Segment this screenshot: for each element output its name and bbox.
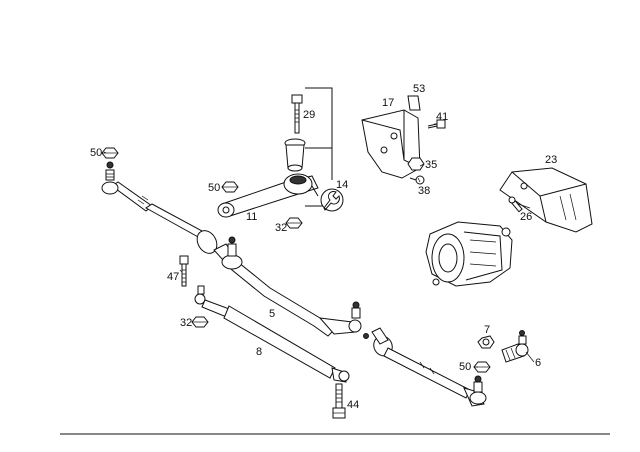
- bracket-23: [499, 167, 593, 233]
- idler-bushing: [284, 138, 306, 172]
- bolt-44: [332, 383, 346, 419]
- callout-47: 47: [167, 271, 179, 283]
- callout-11: 11: [246, 211, 257, 223]
- callout-53: 53: [413, 83, 425, 95]
- steering-damper: [194, 285, 350, 383]
- clip-53: [407, 95, 421, 111]
- callout-50-c: 50: [459, 361, 471, 373]
- callout-8: 8: [256, 346, 262, 358]
- bolt-26: [508, 196, 523, 213]
- callout-50-a: 50: [90, 147, 102, 159]
- callout-32-a: 32: [275, 222, 287, 234]
- callout-5: 5: [269, 308, 275, 320]
- left-tie-rod: [111, 181, 218, 254]
- left-ball-joint: [101, 161, 119, 195]
- nut-32-idler: [285, 217, 303, 229]
- wrench-icon-14: [320, 188, 344, 212]
- outer-tie-rod-end: [501, 330, 529, 363]
- screw-38: [409, 175, 425, 185]
- nut-7: [477, 335, 495, 349]
- callout-26: 26: [520, 211, 532, 223]
- callout-14: 14: [336, 179, 348, 191]
- nut-50-a: [101, 147, 119, 159]
- callout-35: 35: [425, 159, 437, 171]
- callout-7: 7: [484, 324, 490, 336]
- idler-arm-11: [217, 173, 319, 218]
- right-tie-rod: [363, 327, 487, 407]
- bolt-47: [179, 255, 189, 287]
- callout-50-b: 50: [208, 182, 220, 194]
- nut-32-damper: [191, 316, 209, 328]
- callouts: 50 50 50 29 14 11 32 32 47 5 8 44 7 6 17…: [90, 83, 557, 411]
- idler-arm-bolt-29: [291, 94, 303, 134]
- nut-35: [407, 157, 425, 171]
- nut-50-b: [221, 181, 239, 193]
- power-steering-pump: [425, 221, 513, 287]
- callout-32-b: 32: [180, 317, 192, 329]
- callout-44: 44: [347, 399, 359, 411]
- callout-6: 6: [535, 357, 541, 369]
- callout-41: 41: [436, 111, 448, 123]
- callout-29: 29: [303, 109, 315, 121]
- callout-23: 23: [545, 154, 557, 166]
- leader-lines: [103, 123, 535, 368]
- callout-38: 38: [418, 185, 430, 197]
- center-drag-link: [213, 236, 362, 337]
- callout-17: 17: [382, 97, 394, 109]
